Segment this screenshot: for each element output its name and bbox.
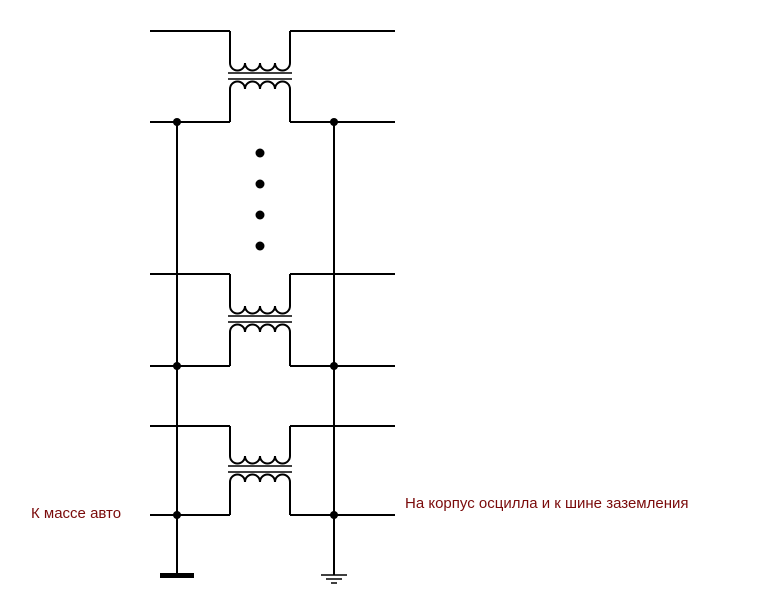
chassis-ground-icon	[160, 573, 194, 578]
scope-chassis-ground-label: На корпус осцилла и к шине заземления	[405, 495, 689, 512]
transformer-3-bottom-coil	[229, 473, 291, 483]
transformer-2-top-coil	[229, 305, 291, 315]
vehicle-ground-label: К массе авто	[31, 505, 122, 522]
continuation-dot	[255, 241, 265, 251]
continuation-dot	[255, 148, 265, 158]
transformer-2-bottom-coil	[229, 323, 291, 333]
transformer-1-top-coil	[229, 62, 291, 72]
transformer-1-bottom-coil	[229, 80, 291, 90]
continuation-dot	[255, 210, 265, 220]
transformer-3-top-coil	[229, 455, 291, 465]
continuation-dot	[255, 179, 265, 189]
